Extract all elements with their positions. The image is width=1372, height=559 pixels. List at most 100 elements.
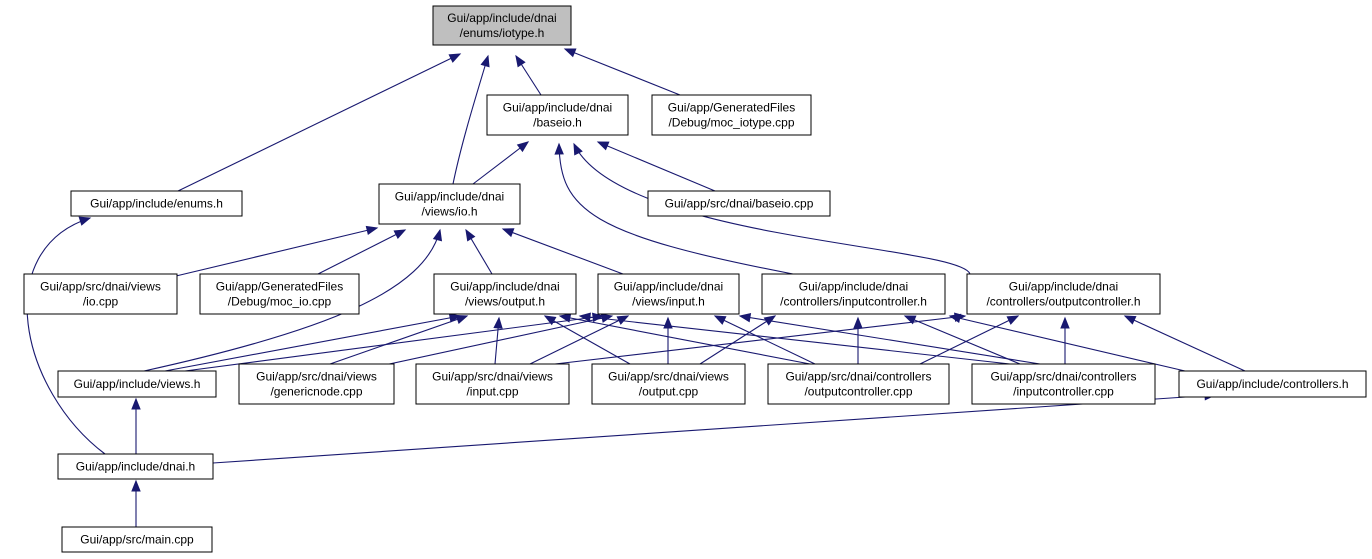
edge-input_cpp-to-input_h xyxy=(529,315,630,365)
edge-line xyxy=(452,55,489,185)
node-input-h[interactable]: Gui/app/include/dnai/views/input.h xyxy=(597,273,740,315)
arrow-head xyxy=(480,54,490,68)
node-box xyxy=(966,273,1161,315)
edge-controllers_h-to-outputcontroller_h xyxy=(1123,315,1246,372)
arrow-head xyxy=(596,141,610,151)
arrow-head xyxy=(738,312,752,323)
edge-moc_io_cpp-to-views_io_h xyxy=(317,229,407,275)
nodes-layer: Gui/app/include/dnai/enums/iotype.hGui/a… xyxy=(23,5,1367,553)
node-dnai-h[interactable]: Gui/app/include/dnai.h xyxy=(57,453,214,480)
edge-line xyxy=(699,315,776,365)
node-outputcontroller-h[interactable]: Gui/app/include/dnai/controllers/outputc… xyxy=(966,273,1161,315)
arrow-head xyxy=(853,316,863,329)
edge-input_cpp-to-outputcontroller_h xyxy=(554,312,967,365)
arrow-head xyxy=(465,228,476,242)
edge-outputcontroller_cpp-to-inputcontroller_h xyxy=(853,316,863,364)
edge-output_cpp-to-output_h xyxy=(543,315,631,365)
edge-line xyxy=(26,217,106,455)
node-box xyxy=(486,94,629,136)
edge-output_cpp-to-inputcontroller_h xyxy=(699,315,777,365)
node-moc-iotype-cpp[interactable]: Gui/app/GeneratedFiles/Debug/moc_iotype.… xyxy=(651,94,812,136)
node-views-h[interactable]: Gui/app/include/views.h xyxy=(57,370,217,398)
node-io-cpp[interactable]: Gui/app/src/dnai/views/io.cpp xyxy=(23,273,178,315)
node-label-line: Gui/app/include/controllers.h xyxy=(1196,377,1348,391)
node-controllers-h[interactable]: Gui/app/include/controllers.h xyxy=(1178,370,1367,398)
node-box xyxy=(597,273,740,315)
node-label-line: Gui/app/include/views.h xyxy=(74,377,201,391)
node-label-line: /outputcontroller.cpp xyxy=(804,385,912,399)
edge-enums_h-to-iotype_h xyxy=(177,53,462,192)
arrow-head xyxy=(663,316,673,329)
arrow-head xyxy=(616,315,630,325)
node-label-line: Gui/app/src/dnai/views xyxy=(256,370,377,384)
node-main-cpp[interactable]: Gui/app/src/main.cpp xyxy=(61,526,213,553)
edge-line xyxy=(564,48,681,96)
arrow-head xyxy=(543,315,557,326)
node-moc-io-cpp[interactable]: Gui/app/GeneratedFiles/Debug/moc_io.cpp xyxy=(199,273,360,315)
node-label-line: /views/input.h xyxy=(632,295,705,309)
node-box xyxy=(761,273,946,315)
node-enums-h[interactable]: Gui/app/include/enums.h xyxy=(70,190,243,217)
edge-line xyxy=(714,315,816,365)
edge-line xyxy=(529,315,629,365)
node-output-h[interactable]: Gui/app/include/dnai/views/output.h xyxy=(433,273,577,315)
node-inputcontroller-cpp[interactable]: Gui/app/src/dnai/controllers/inputcontro… xyxy=(971,363,1156,405)
edge-outputcontroller_h-to-baseio_h xyxy=(573,142,971,275)
node-baseio-h[interactable]: Gui/app/include/dnai/baseio.h xyxy=(486,94,629,136)
edge-views_h-to-input_h xyxy=(184,312,605,372)
edge-outputcontroller_cpp-to-output_h xyxy=(558,313,811,365)
arrow-head xyxy=(501,228,515,238)
node-output-cpp[interactable]: Gui/app/src/dnai/views/output.cpp xyxy=(591,363,746,405)
node-box xyxy=(1178,370,1367,398)
node-box xyxy=(651,94,812,136)
edge-line xyxy=(597,141,716,192)
edge-line xyxy=(329,315,468,365)
edge-outputcontroller_cpp-to-outputcontroller_h xyxy=(919,315,1020,365)
arrow-head xyxy=(600,313,614,323)
edge-line xyxy=(472,141,529,185)
edge-line xyxy=(904,315,1021,365)
node-label-line: /output.cpp xyxy=(639,385,699,399)
arrow-head xyxy=(573,142,583,156)
node-label-line: /baseio.h xyxy=(533,116,582,130)
edge-baseio_cpp-to-baseio_h xyxy=(596,141,716,192)
node-label-line: Gui/app/include/enums.h xyxy=(90,197,223,211)
node-box xyxy=(57,370,217,398)
node-label-line: Gui/app/include/dnai xyxy=(447,11,556,25)
node-label-line: /inputcontroller.cpp xyxy=(1013,385,1114,399)
node-box xyxy=(767,363,950,405)
node-label-line: Gui/app/src/main.cpp xyxy=(80,533,194,547)
node-label-line: /controllers/outputcontroller.h xyxy=(986,295,1140,309)
node-box xyxy=(57,453,214,480)
edge-line xyxy=(177,53,461,192)
edge-dnai_h-to-enums_h xyxy=(26,216,106,455)
node-box xyxy=(415,363,570,405)
node-box xyxy=(23,273,178,315)
node-box xyxy=(199,273,360,315)
edge-line xyxy=(212,394,1216,464)
edge-input_h-to-views_io_h xyxy=(501,228,624,275)
edge-line xyxy=(559,315,811,365)
node-iotype-h[interactable]: Gui/app/include/dnai/enums/iotype.h xyxy=(432,5,572,46)
node-box xyxy=(647,190,831,217)
arrow-head xyxy=(78,216,92,226)
edge-output_h-to-views_io_h xyxy=(465,228,493,275)
node-inputcontroller-h[interactable]: Gui/app/include/dnai/controllers/inputco… xyxy=(761,273,946,315)
node-label-line: /genericnode.cpp xyxy=(270,385,362,399)
arrow-head xyxy=(493,316,503,329)
node-label-line: Gui/app/include/dnai xyxy=(1009,280,1118,294)
node-outputcontroller-cpp[interactable]: Gui/app/src/dnai/controllers/outputcontr… xyxy=(767,363,950,405)
arrow-head xyxy=(1006,315,1020,325)
node-baseio-cpp[interactable]: Gui/app/src/dnai/baseio.cpp xyxy=(647,190,831,217)
node-views-io-h[interactable]: Gui/app/include/dnai/views/io.h xyxy=(378,183,521,225)
arrow-head xyxy=(448,53,462,63)
node-label-line: Gui/app/GeneratedFiles xyxy=(668,101,795,115)
node-genericnode-cpp[interactable]: Gui/app/src/dnai/views/genericnode.cpp xyxy=(238,363,395,405)
edge-line xyxy=(949,315,1186,372)
node-input-cpp[interactable]: Gui/app/src/dnai/views/input.cpp xyxy=(415,363,570,405)
edge-main_cpp-to-dnai_h xyxy=(131,479,141,527)
edge-line xyxy=(739,315,1041,365)
edge-line xyxy=(573,143,971,275)
arrow-head xyxy=(515,54,526,68)
node-label-line: /views/io.h xyxy=(421,205,477,219)
